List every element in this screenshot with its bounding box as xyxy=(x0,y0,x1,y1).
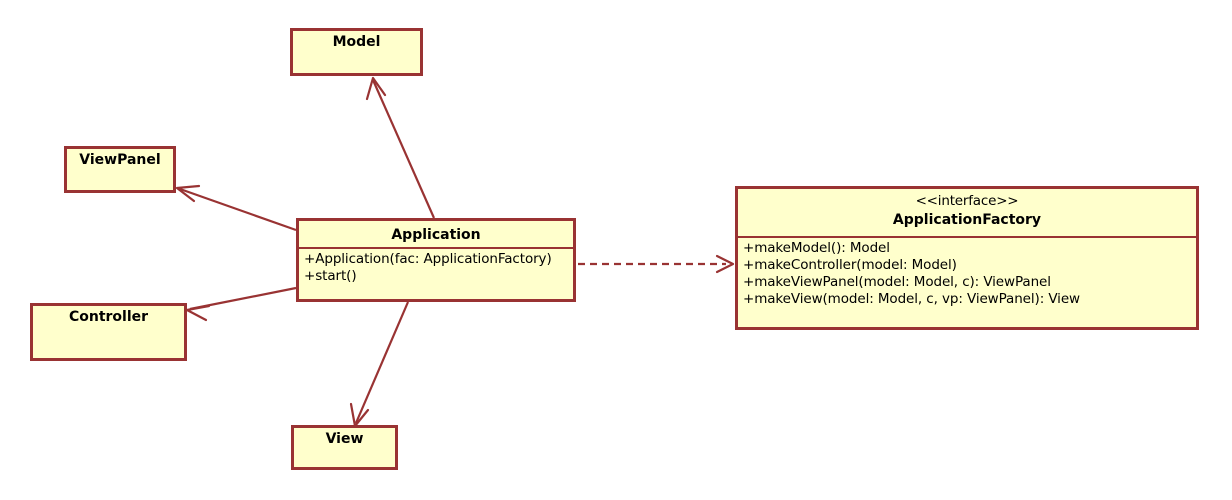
class-node-controller[interactable]: Controller xyxy=(30,303,187,361)
class-member: +makeModel(): Model xyxy=(743,239,890,256)
class-member: +makeController(model: Model) xyxy=(743,256,957,273)
class-name-application: Application xyxy=(391,227,481,243)
edge-application-to-factory xyxy=(578,254,735,274)
class-node-model[interactable]: Model xyxy=(290,28,423,76)
class-name-model: Model xyxy=(332,34,381,50)
class-name-controller: Controller xyxy=(68,309,149,325)
class-name-applicationfactory: ApplicationFactory xyxy=(892,212,1042,229)
class-title-compartment-application: Application xyxy=(299,221,573,249)
class-node-application[interactable]: Application +Application(fac: Applicatio… xyxy=(296,218,576,302)
class-members-applicationfactory: +makeModel(): Model +makeController(mode… xyxy=(738,238,1196,311)
class-stereotype-applicationfactory: <<interface>> xyxy=(915,193,1019,209)
class-member: +makeViewPanel(model: Model, c): ViewPan… xyxy=(743,273,1051,290)
edge-application-to-view xyxy=(349,301,410,428)
class-member: +makeView(model: Model, c, vp: ViewPanel… xyxy=(743,290,1080,307)
class-name-view: View xyxy=(325,431,364,447)
class-title-compartment-applicationfactory: <<interface>> ApplicationFactory xyxy=(738,189,1196,238)
class-members-application: +Application(fac: ApplicationFactory) +s… xyxy=(299,249,573,288)
edge-application-to-viewpanel xyxy=(175,184,297,232)
edge-application-to-controller xyxy=(185,286,297,322)
class-node-view[interactable]: View xyxy=(291,425,398,470)
class-node-applicationfactory[interactable]: <<interface>> ApplicationFactory +makeMo… xyxy=(735,186,1199,330)
class-name-viewpanel: ViewPanel xyxy=(79,152,161,168)
class-member: +Application(fac: ApplicationFactory) xyxy=(304,250,552,267)
edge-application-to-model xyxy=(365,76,436,219)
class-member: +start() xyxy=(304,267,357,284)
class-node-viewpanel[interactable]: ViewPanel xyxy=(64,146,176,193)
